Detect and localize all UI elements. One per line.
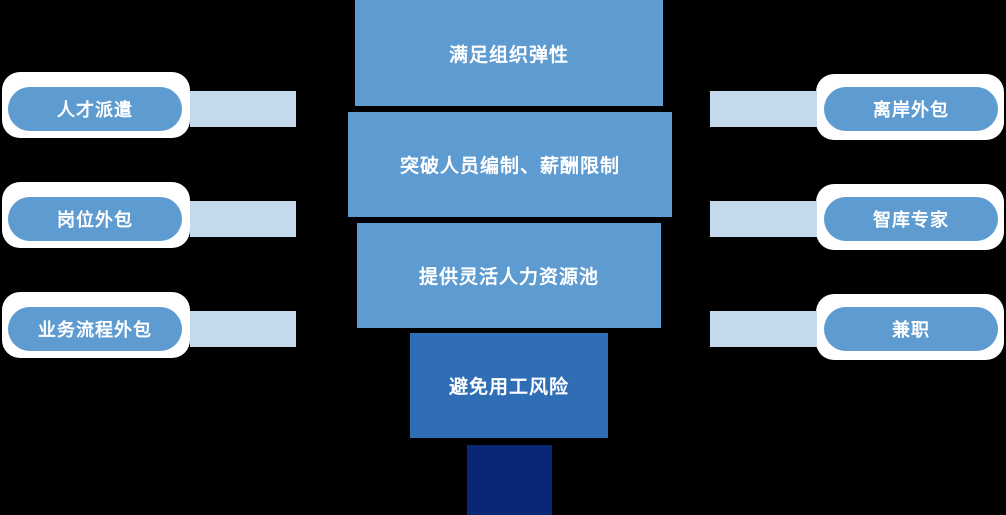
funnel-level-4: 避免用工风险	[410, 333, 608, 438]
left-pill-talent-dispatch: 人才派遣	[8, 87, 182, 131]
right-pill-part-time: 兼职	[824, 307, 998, 351]
right-pill-offshore-outsourcing: 离岸外包	[824, 87, 998, 131]
left-connector-2	[190, 201, 296, 237]
right-connector-3	[710, 311, 817, 347]
left-pill-2-label: 岗位外包	[57, 210, 133, 231]
right-pill-3-label: 兼职	[892, 320, 930, 341]
right-connector-2	[710, 201, 817, 237]
funnel-level-3-label: 提供灵活人力资源池	[418, 266, 599, 288]
funnel-level-3: 提供灵活人力资源池	[357, 223, 661, 328]
left-connector-1	[190, 91, 296, 127]
funnel-level-2-label: 突破人员编制、薪酬限制	[399, 155, 620, 177]
funnel-base-block	[467, 445, 552, 515]
funnel-level-1: 满足组织弹性	[355, 0, 663, 106]
right-pill-2-label: 智库专家	[873, 210, 949, 231]
right-connector-1	[710, 91, 817, 127]
right-pill-1-label: 离岸外包	[873, 100, 949, 121]
left-pill-3-label: 业务流程外包	[38, 320, 152, 341]
left-connector-3	[190, 311, 296, 347]
left-pill-1-label: 人才派遣	[57, 100, 133, 121]
funnel-level-4-label: 避免用工风险	[448, 376, 569, 398]
right-pill-think-tank-experts: 智库专家	[824, 197, 998, 241]
funnel-level-2: 突破人员编制、薪酬限制	[348, 112, 672, 217]
left-pill-bpo: 业务流程外包	[8, 307, 182, 351]
left-pill-position-outsourcing: 岗位外包	[8, 197, 182, 241]
funnel-level-1-label: 满足组织弹性	[448, 43, 569, 66]
